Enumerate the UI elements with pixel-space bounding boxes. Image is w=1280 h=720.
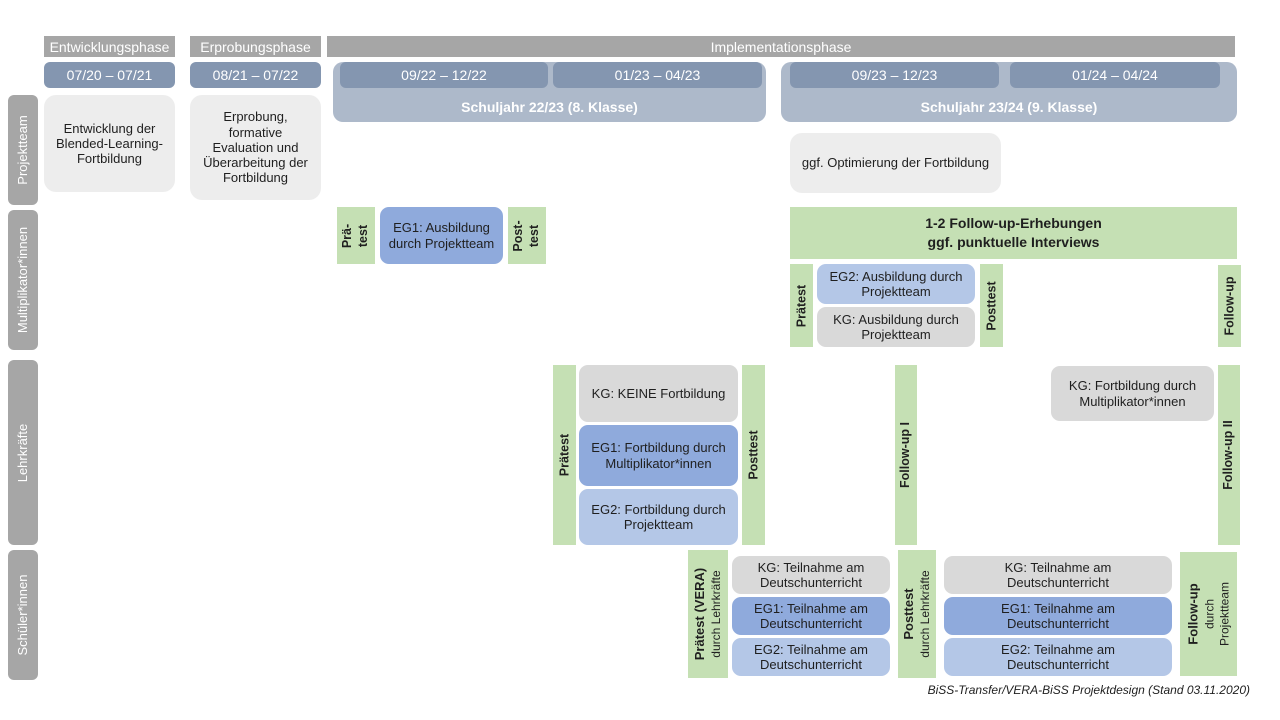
vbar-praetest-lehrkraefte-label: Prätest <box>556 433 571 477</box>
box-kg-teilnahme-2: KG: Teilnahme am Deutschunterricht <box>944 556 1172 594</box>
date-range-0821-0722: 08/21 – 07/22 <box>190 62 321 88</box>
sidebar-label-projektteam: Projektteam <box>14 115 30 185</box>
box-entwicklung-fortbildung: Entwicklung der Blended-Learning-Fortbil… <box>44 95 175 192</box>
vbar-followup1-label: Follow-up I <box>898 422 913 488</box>
sidebar-row-projektteam: Projektteam <box>8 95 38 205</box>
vbar-posttest-schueler-line1: Posttest <box>901 588 917 640</box>
vbar-followup-schueler-line2: durch <box>1201 598 1216 630</box>
box-kg-ausbildung-projektteam: KG: Ausbildung durch Projektteam <box>817 307 975 347</box>
diagram-caption: BiSS-Transfer/VERA-BiSS Projektdesign (S… <box>927 683 1250 697</box>
vbar-posttest-multiplikatoren-1: Post- test <box>508 207 546 264</box>
vbar-praetest-multiplikatoren-2: Prätest <box>790 264 813 347</box>
vbar-praetest2-label: Prätest <box>793 284 808 327</box>
date-range-0923-1223: 09/23 – 12/23 <box>790 62 999 88</box>
sidebar-label-multiplikatorinnen: Multiplikator*innen <box>14 226 30 334</box>
vbar-posttest-lehrkraefte-label: Posttest <box>745 430 760 480</box>
date-range-0922-1222: 09/22 – 12/22 <box>340 62 548 88</box>
schoolyear-label-22-23: Schuljahr 22/23 (8. Klasse) <box>461 99 638 115</box>
sidebar-label-lehrkraefte: Lehrkräfte <box>14 423 30 482</box>
box-eg2-fortbildung-projektteam: EG2: Fortbildung durch Projektteam <box>579 489 738 545</box>
box-ggf-optimierung: ggf. Optimierung der Fortbildung <box>790 133 1001 193</box>
vbar-posttest-schueler: Posttest durch Lehrkräfte <box>898 550 936 678</box>
box-eg2-teilnahme-2: EG2: Teilnahme am Deutschunterricht <box>944 638 1172 676</box>
phase-header-entwicklungsphase: Entwicklungsphase <box>44 36 175 57</box>
box-kg-keine-fortbildung: KG: KEINE Fortbildung <box>579 365 738 422</box>
vbar-followup2-label: Follow-up II <box>1221 420 1236 490</box>
vbar-followup-schueler: Follow-up durch Projektteam <box>1180 552 1237 676</box>
vbar-posttest-line1: Post- <box>511 219 526 252</box>
box-eg1-teilnahme-1: EG1: Teilnahme am Deutschunterricht <box>732 597 890 635</box>
vbar-followup-schueler-line3: Projektteam <box>1216 581 1231 647</box>
vbar-posttest-line2: test <box>527 224 541 247</box>
box-eg2-ausbildung-projektteam: EG2: Ausbildung durch Projektteam <box>817 264 975 304</box>
box-eg2-teilnahme-1: EG2: Teilnahme am Deutschunterricht <box>732 638 890 676</box>
vbar-praetest-vera-line1: Prätest (VERA) <box>692 567 708 661</box>
vbar-followup-schueler-line1: Follow-up <box>1185 583 1201 645</box>
followup-erhebungen-line2: ggf. punktuelle Interviews <box>927 234 1100 250</box>
vbar-praetest-vera-schueler: Prätest (VERA) durch Lehrkräfte <box>688 550 728 678</box>
vbar-posttest-lehrkraefte: Posttest <box>742 365 765 545</box>
vbar-praetest-line1: Prä- <box>340 223 355 248</box>
date-range-0123-0423: 01/23 – 04/23 <box>553 62 762 88</box>
vbar-posttest2-label: Posttest <box>983 280 998 331</box>
sidebar-row-schuelerinnen: Schüler*innen <box>8 550 38 680</box>
phase-header-erprobungsphase: Erprobungsphase <box>190 36 321 57</box>
box-followup-erhebungen: 1-2 Follow-up-Erhebungen ggf. punktuelle… <box>790 207 1237 259</box>
box-kg-fortbildung-multiplikatoren: KG: Fortbildung durch Multiplikator*inne… <box>1051 366 1214 421</box>
date-range-0124-0424: 01/24 – 04/24 <box>1010 62 1220 88</box>
vbar-praetest-vera-line2: durch Lehrkräfte <box>708 570 723 658</box>
vbar-followup-label: Follow-up <box>1221 276 1236 336</box>
vbar-praetest-lehrkraefte: Prätest <box>553 365 576 545</box>
vbar-posttest-multiplikatoren-2: Posttest <box>980 264 1003 347</box>
sidebar-label-schuelerinnen: Schüler*innen <box>14 574 30 656</box>
box-eg1-fortbildung-multiplikatoren: EG1: Fortbildung durch Multiplikator*inn… <box>579 425 738 486</box>
vbar-followup2-lehrkraefte: Follow-up II <box>1218 365 1240 545</box>
box-eg1-teilnahme-2: EG1: Teilnahme am Deutschunterricht <box>944 597 1172 635</box>
box-kg-teilnahme-1: KG: Teilnahme am Deutschunterricht <box>732 556 890 594</box>
box-eg1-ausbildung-projektteam: EG1: Ausbildung durch Projektteam <box>380 207 503 264</box>
vbar-posttest-schueler-line2: durch Lehrkräfte <box>917 570 932 658</box>
vbar-praetest-line2: test <box>356 224 370 247</box>
vbar-praetest-multiplikatoren-1: Prä- test <box>337 207 375 264</box>
box-erprobung-evaluation: Erprobung, formative Evaluation und Über… <box>190 95 321 200</box>
vbar-followup1-lehrkraefte: Follow-up I <box>895 365 917 545</box>
sidebar-row-multiplikatorinnen: Multiplikator*innen <box>8 210 38 350</box>
phase-header-implementationsphase: Implementationsphase <box>327 36 1235 57</box>
schoolyear-label-23-24: Schuljahr 23/24 (9. Klasse) <box>920 99 1098 115</box>
sidebar-row-lehrkraefte: Lehrkräfte <box>8 360 38 545</box>
vbar-followup-multiplikatoren: Follow-up <box>1218 265 1241 347</box>
date-range-0720-0721: 07/20 – 07/21 <box>44 62 175 88</box>
followup-erhebungen-line1: 1-2 Follow-up-Erhebungen <box>925 215 1102 232</box>
